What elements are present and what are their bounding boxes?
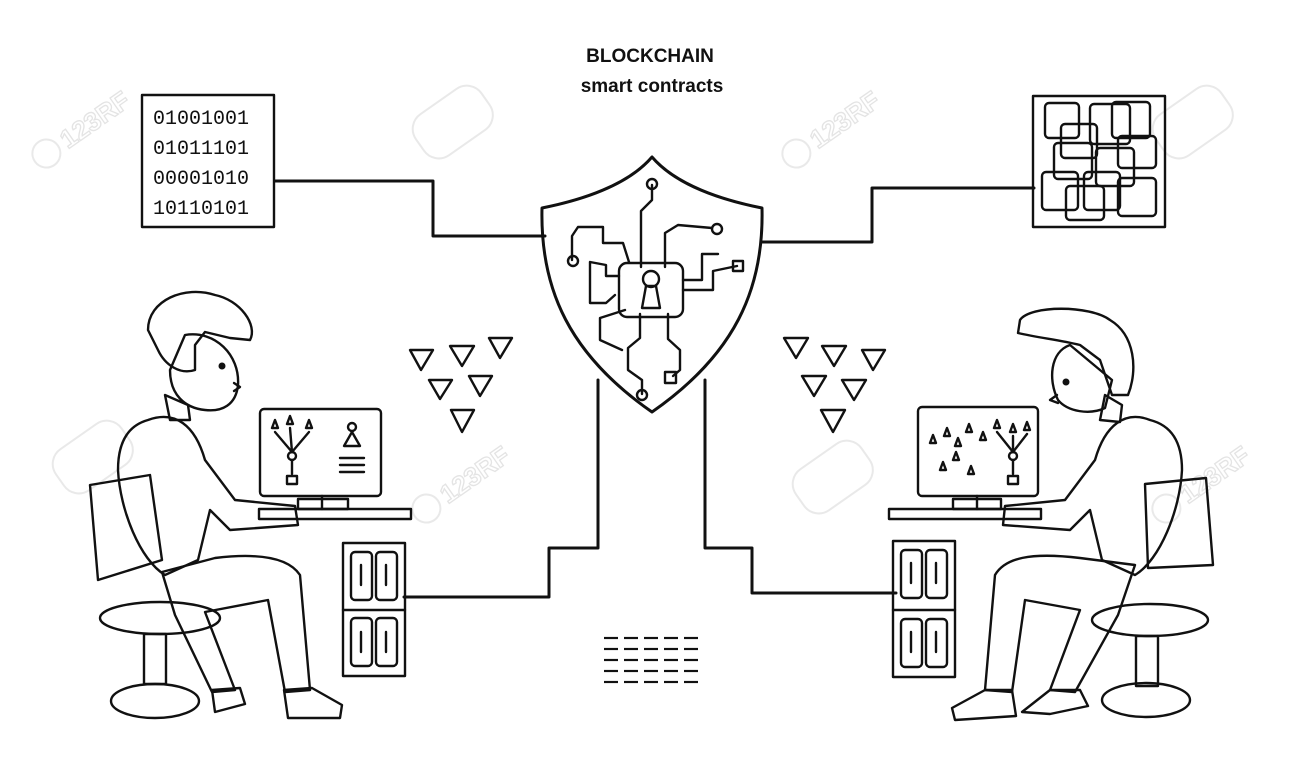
server-icon	[891, 539, 957, 679]
right-person	[950, 307, 1215, 722]
binary-line: 10110101	[153, 198, 249, 221]
server-icon	[341, 541, 407, 678]
keyhole-icon	[640, 269, 662, 310]
binary-data-icon: 01001001 01011101 00001010 10110101	[140, 93, 276, 229]
left-workstation	[257, 407, 413, 521]
page-subtitle: smart contracts	[580, 76, 724, 97]
connection-lines	[273, 179, 1036, 599]
triangle-cluster-icon	[782, 336, 887, 434]
triangle-cluster-icon	[408, 336, 514, 434]
user-icon	[338, 421, 366, 474]
binary-line: 01001001	[153, 108, 249, 131]
binary-line: 00001010	[153, 168, 249, 191]
hierarchy-icon	[270, 414, 314, 486]
binary-line: 01011101	[153, 138, 249, 161]
left-person	[88, 290, 344, 720]
chain-blocks-icon	[1031, 94, 1167, 229]
right-workstation	[887, 405, 1043, 521]
watermark-text: 123RF	[1174, 440, 1255, 509]
page-title: BLOCKCHAIN	[586, 46, 714, 67]
watermark-text: 123RF	[434, 440, 515, 509]
shield-lock-icon	[540, 155, 764, 414]
data-stream-icon	[604, 636, 698, 684]
hierarchy-icon	[928, 418, 1032, 486]
